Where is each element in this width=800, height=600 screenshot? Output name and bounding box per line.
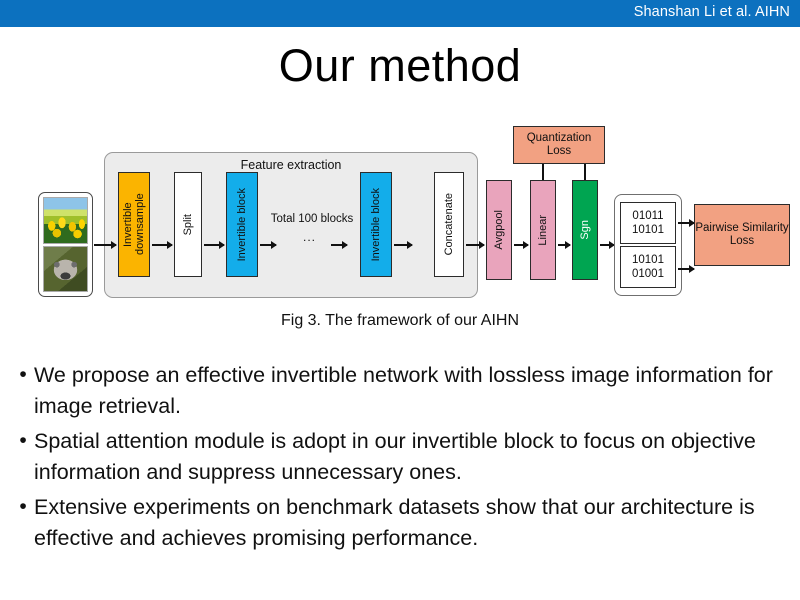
bullet-marker: • — [19, 429, 27, 452]
architecture-diagram: Feature extraction Invertible downsample… — [0, 118, 800, 313]
block-invertible-block-2: Invertible block — [360, 172, 392, 277]
block-invertible-block-1: Invertible block — [226, 172, 258, 277]
arrow-code2-to-pairwise-loss — [678, 265, 695, 273]
bullet-text: We propose an effective invertible netwo… — [34, 363, 773, 418]
total-blocks-label: Total 100 blocks — [270, 213, 354, 225]
arrow-sgn-to-codes — [600, 241, 615, 249]
arrow-linear-to-quantization-loss — [539, 158, 547, 180]
ellipsis-label: ... — [303, 230, 317, 244]
binary-code-2-line-2: 01001 — [632, 268, 664, 280]
bullet-marker: • — [19, 495, 27, 518]
arrow-concat-to-avgpool — [466, 241, 485, 249]
bullet-marker: • — [19, 363, 27, 386]
block-concatenate: Concatenate — [434, 172, 464, 277]
block-linear: Linear — [530, 180, 556, 280]
header-author-label: Shanshan Li et al. AIHN — [633, 4, 790, 20]
arrow-image-to-downsample — [94, 241, 117, 249]
block-invertible-block-2-label: Invertible block — [369, 187, 382, 262]
binary-code-2: 10101 01001 — [620, 246, 676, 288]
binary-code-2-line-1: 10101 — [632, 253, 664, 266]
feature-extraction-container — [104, 152, 478, 298]
list-item: • We propose an effective invertible net… — [12, 360, 788, 422]
list-item: • Extensive experiments on benchmark dat… — [12, 492, 788, 554]
arrow-block2-to-concat — [394, 241, 413, 249]
bullet-list: • We propose an effective invertible net… — [12, 360, 788, 558]
block-linear-label: Linear — [536, 214, 549, 246]
binary-code-1-line-1: 01011 — [632, 209, 664, 222]
block-avgpool: Avgpool — [486, 180, 512, 280]
block-split-label: Split — [181, 213, 194, 236]
arrow-split-to-block1 — [204, 241, 225, 249]
page-title: Our method — [278, 40, 522, 91]
figure-caption: Fig 3. The framework of our AIHN — [280, 312, 519, 329]
block-quantization-loss: Quantization Loss — [513, 126, 605, 164]
bullet-text: Spatial attention module is adopt in our… — [34, 429, 756, 484]
block-concatenate-label: Concatenate — [442, 193, 455, 256]
koala-photo — [43, 245, 88, 292]
block-invertible-downsample: Invertible downsample — [118, 172, 150, 277]
block-split: Split — [174, 172, 202, 277]
tulips-photo — [43, 197, 88, 244]
arrow-block1-to-gap — [260, 241, 277, 249]
arrow-sgn-to-quantization-loss — [581, 158, 589, 180]
header-bar — [0, 0, 800, 27]
bullet-text: Extensive experiments on benchmark datas… — [34, 495, 755, 550]
list-item: • Spatial attention module is adopt in o… — [12, 426, 788, 488]
binary-code-1-line-2: 10101 — [632, 224, 664, 236]
feature-extraction-label: Feature extraction — [240, 158, 342, 172]
block-sgn: Sgn — [572, 180, 598, 280]
binary-code-1: 01011 10101 — [620, 202, 676, 244]
block-avgpool-label: Avgpool — [492, 210, 505, 250]
block-pairwise-similarity-loss: Pairwise Similarity Loss — [694, 204, 790, 266]
input-image-card — [38, 192, 93, 297]
block-sgn-label: Sgn — [578, 220, 591, 240]
arrow-downsample-to-split — [152, 241, 173, 249]
block-invertible-block-1-label: Invertible block — [235, 187, 248, 262]
arrow-gap-to-block2 — [331, 241, 348, 249]
block-pairwise-similarity-loss-label: Pairwise Similarity Loss — [695, 222, 789, 247]
arrow-linear-to-sgn — [558, 241, 571, 249]
block-invertible-downsample-label: Invertible downsample — [121, 193, 146, 256]
block-quantization-loss-label: Quantization Loss — [526, 132, 592, 157]
arrow-avgpool-to-linear — [514, 241, 529, 249]
arrow-code1-to-pairwise-loss — [678, 219, 695, 227]
